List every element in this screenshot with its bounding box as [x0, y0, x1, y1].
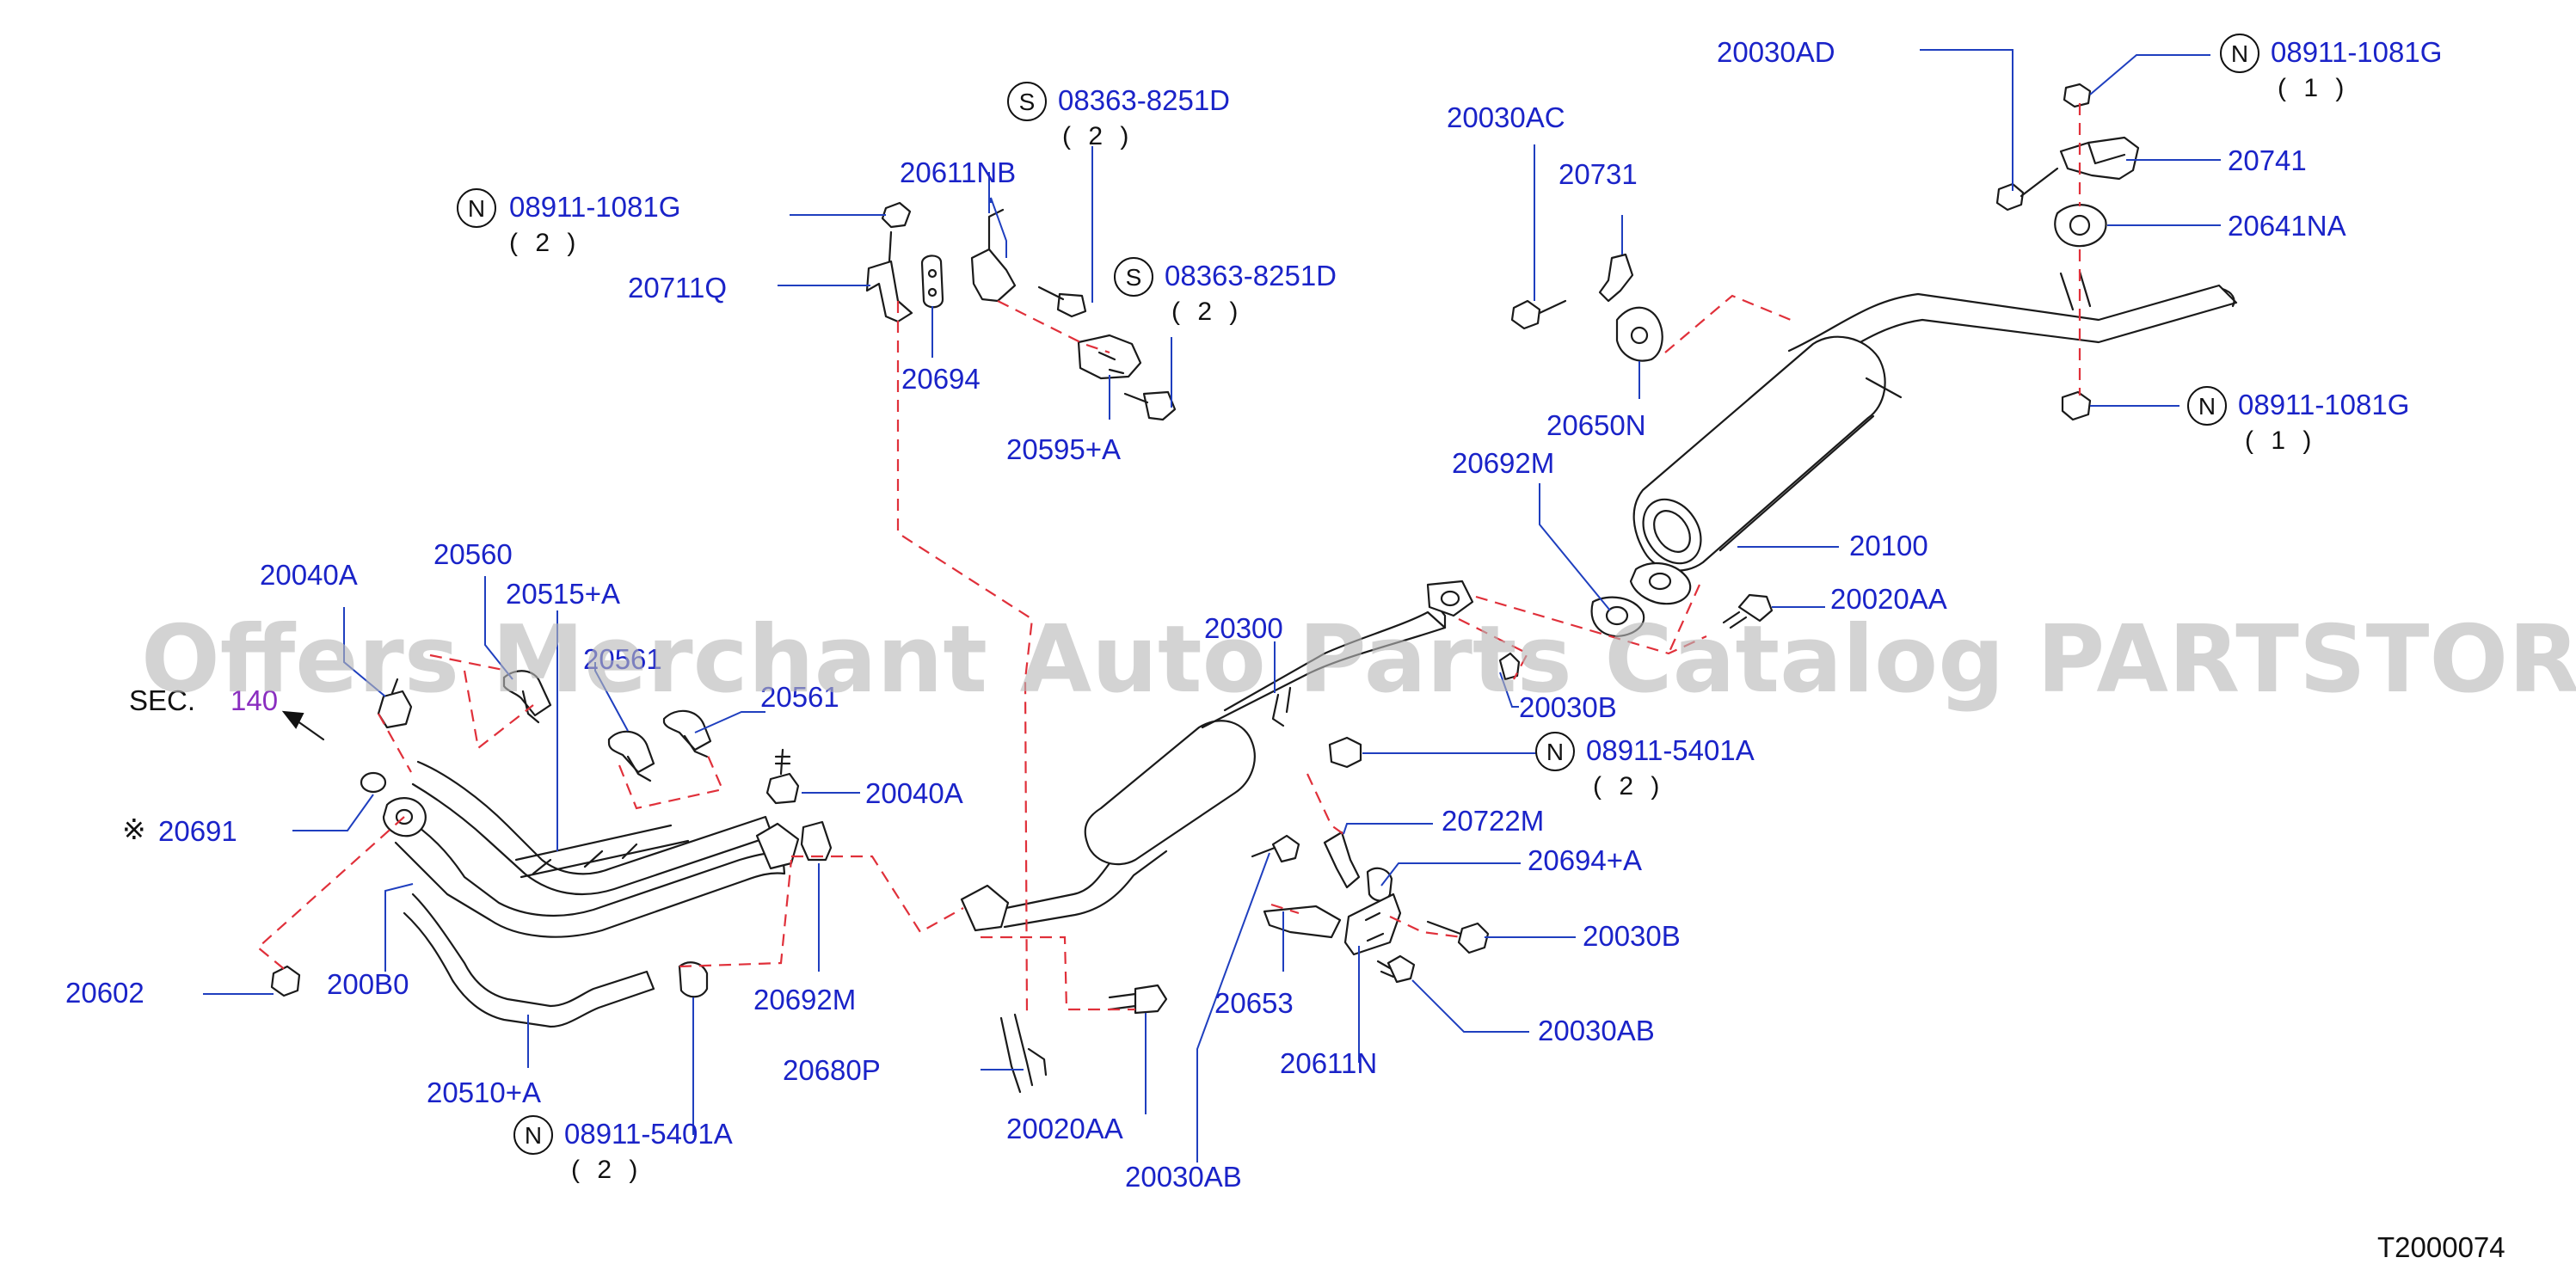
- callout-qty: ( 2 ): [571, 1156, 642, 1184]
- callout-code: 08911-1081G: [2271, 36, 2442, 68]
- assembly-guide-lines: [256, 103, 2081, 1015]
- n-symbol-icon: [2220, 34, 2259, 73]
- part-drawings: [270, 83, 2238, 1094]
- label-20595a[interactable]: 20595+A: [1006, 433, 1121, 465]
- diagram-code: T2000074: [2377, 1231, 2505, 1263]
- sec-number-link[interactable]: 140: [231, 684, 278, 716]
- label-20694a[interactable]: 20694+A: [1528, 844, 1642, 876]
- callout-qty: ( 1 ): [2245, 426, 2316, 455]
- label-20030b[interactable]: 20030B: [1583, 920, 1681, 952]
- label-20641na[interactable]: 20641NA: [2228, 210, 2346, 242]
- callout-symbol: S: [1126, 264, 1142, 291]
- label-20650n[interactable]: 20650N: [1546, 409, 1646, 441]
- label-20020aa-right[interactable]: 20020AA: [1830, 583, 1947, 615]
- callout-qty: ( 2 ): [509, 229, 581, 257]
- small-hardware-drawings: [270, 83, 2140, 1094]
- callout-symbol: N: [2231, 40, 2248, 67]
- label-20731[interactable]: 20731: [1559, 158, 1638, 190]
- label-20030ab-right[interactable]: 20030AB: [1538, 1015, 1655, 1046]
- callout-code: 08911-5401A: [564, 1118, 733, 1150]
- front-tube-drawing[interactable]: [382, 760, 800, 1028]
- label-20100[interactable]: 20100: [1849, 530, 1928, 561]
- callout-code: 08911-5401A: [1586, 734, 1755, 766]
- label-20722m[interactable]: 20722M: [1442, 805, 1544, 837]
- callout-08363-upper[interactable]: S 08363-8251D ( 2 ): [1007, 82, 1230, 150]
- label-20030ab-bottom[interactable]: 20030AB: [1125, 1161, 1242, 1193]
- center-pipe-drawing[interactable]: [960, 580, 1474, 932]
- label-20030ad[interactable]: 20030AD: [1717, 36, 1835, 68]
- watermark-text: Offers Merchant Auto Parts Catalog PARTS…: [141, 606, 2576, 714]
- label-20653[interactable]: 20653: [1214, 987, 1294, 1019]
- label-20561-a[interactable]: 20561: [583, 643, 662, 675]
- label-20692m-top[interactable]: 20692M: [1452, 447, 1554, 479]
- section-reference[interactable]: SEC. 140: [129, 684, 278, 716]
- label-20020aa-bottom[interactable]: 20020AA: [1006, 1113, 1123, 1144]
- label-20560[interactable]: 20560: [433, 538, 513, 570]
- callout-symbol: N: [525, 1122, 542, 1149]
- label-20300[interactable]: 20300: [1204, 612, 1283, 644]
- label-20040a-mid[interactable]: 20040A: [865, 777, 963, 809]
- callout-08911-1081g-left[interactable]: N 08911-1081G ( 2 ): [457, 188, 680, 257]
- callout-code: 08363-8251D: [1058, 84, 1230, 116]
- callout-08911-5401a-mid[interactable]: N 08911-5401A ( 2 ): [1535, 732, 1755, 801]
- circled-callouts: S 08363-8251D ( 2 ) S 08363-8251D ( 2 ) …: [457, 34, 2442, 1184]
- callout-08911-5401a-bottom[interactable]: N 08911-5401A ( 2 ): [513, 1115, 733, 1184]
- callout-08911-1081g-top[interactable]: N 08911-1081G ( 1 ): [2220, 34, 2442, 102]
- n-symbol-icon: [2187, 386, 2227, 426]
- label-20030b-top[interactable]: 20030B: [1519, 691, 1617, 723]
- label-20694[interactable]: 20694: [901, 363, 981, 395]
- callout-code: 08911-1081G: [509, 191, 680, 223]
- label-20040a-left[interactable]: 20040A: [260, 559, 358, 591]
- leader-lines: [203, 49, 2221, 1163]
- callout-qty: ( 2 ): [1062, 122, 1134, 150]
- part-number-labels: 20611NB 20711Q 20694 20595+A 20030AC 207…: [65, 36, 2346, 1193]
- label-200b0[interactable]: 200B0: [327, 968, 409, 1000]
- sec-prefix: SEC.: [129, 684, 195, 716]
- callout-qty: ( 2 ): [1593, 772, 1664, 801]
- label-20611n[interactable]: 20611N: [1280, 1047, 1377, 1079]
- callout-symbol: N: [468, 195, 485, 222]
- callout-symbol: N: [2198, 393, 2216, 420]
- callout-qty: ( 2 ): [1171, 298, 1243, 326]
- label-20561-b[interactable]: 20561: [760, 681, 839, 713]
- label-20691[interactable]: 20691: [158, 815, 237, 847]
- label-20510a[interactable]: 20510+A: [427, 1077, 541, 1108]
- callout-symbol: S: [1019, 89, 1036, 115]
- callout-code: 08911-1081G: [2238, 389, 2409, 420]
- callout-qty: ( 1 ): [2278, 74, 2349, 102]
- label-20602[interactable]: 20602: [65, 977, 144, 1009]
- callout-08363-lower[interactable]: S 08363-8251D ( 2 ): [1114, 257, 1337, 326]
- s-symbol-icon: [1007, 82, 1047, 121]
- callout-08911-1081g-right[interactable]: N 08911-1081G ( 1 ): [2187, 386, 2409, 455]
- n-symbol-icon: [1535, 732, 1575, 771]
- label-20741[interactable]: 20741: [2228, 144, 2307, 176]
- label-20515a[interactable]: 20515+A: [506, 578, 620, 610]
- main-muffler-drawing[interactable]: [1629, 270, 2238, 605]
- s-symbol-icon: [1114, 257, 1153, 297]
- label-20711q[interactable]: 20711Q: [628, 272, 727, 304]
- callout-symbol: N: [1546, 739, 1564, 765]
- n-symbol-icon: [513, 1115, 553, 1155]
- label-20680p[interactable]: 20680P: [783, 1054, 881, 1086]
- label-20611nb[interactable]: 20611NB: [900, 156, 1016, 188]
- callout-code: 08363-8251D: [1165, 260, 1337, 291]
- note-mark: ※: [122, 813, 146, 845]
- n-symbol-icon: [457, 188, 496, 228]
- label-20692m-bottom[interactable]: 20692M: [753, 984, 856, 1015]
- label-20030ac[interactable]: 20030AC: [1447, 101, 1565, 133]
